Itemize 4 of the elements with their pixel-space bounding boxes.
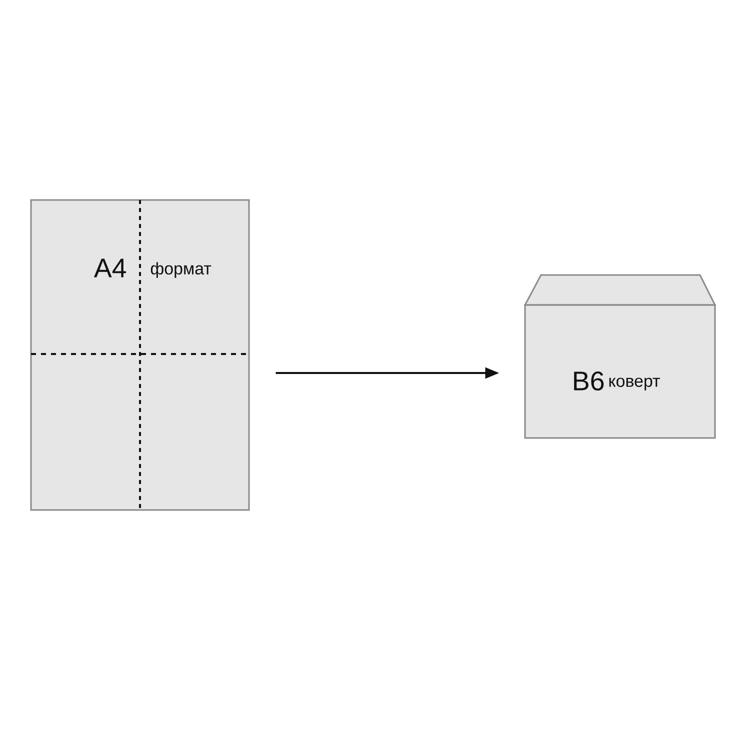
format-label: B6 (574, 371, 604, 391)
format-word: формат (150, 262, 212, 278)
format-label: A4 (94, 258, 126, 278)
envelope-word: коверт (609, 378, 660, 390)
